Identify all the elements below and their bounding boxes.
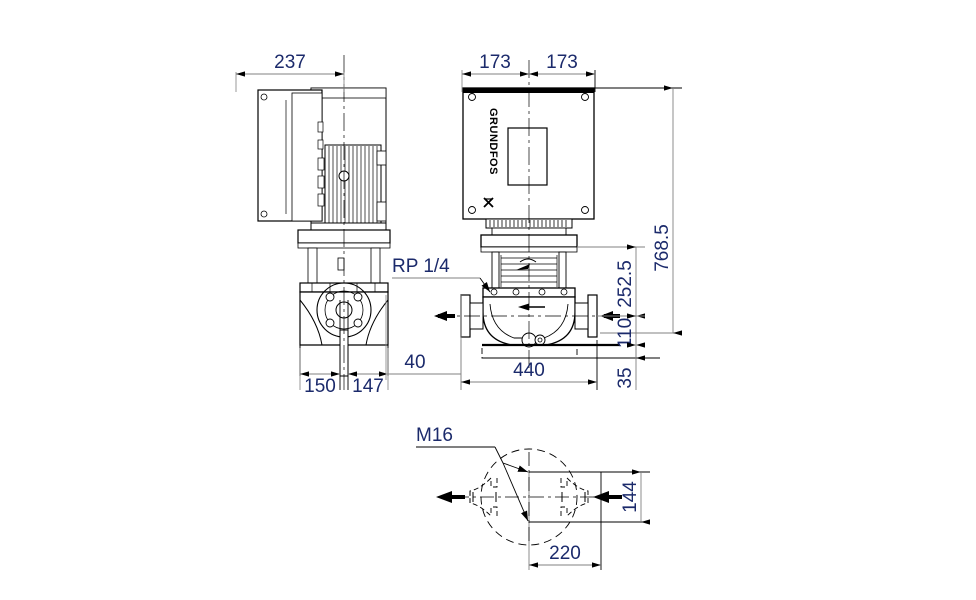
dimension-144: 144 bbox=[601, 469, 650, 525]
side-volute-curve-left bbox=[299, 299, 323, 346]
side-bracket-upper bbox=[376, 150, 387, 166]
detail-outlet-arrow bbox=[593, 491, 622, 503]
dim-label-110: 110 bbox=[615, 318, 636, 348]
front-motor-vent-slots bbox=[489, 220, 567, 227]
dim-label-147: 147 bbox=[352, 376, 384, 397]
front-terminal-screw-tl bbox=[468, 93, 476, 101]
side-shaft-coupling bbox=[337, 257, 345, 271]
side-motor-foot-band bbox=[310, 222, 387, 231]
dimension-173-left: 173 bbox=[461, 52, 529, 92]
dimension-252-5: 252.5 bbox=[577, 244, 645, 319]
front-terminal-screw-br bbox=[581, 206, 589, 214]
annotation-m16: M16 bbox=[416, 425, 529, 522]
dimension-440: 440 bbox=[460, 340, 598, 390]
side-cable-gland-a bbox=[317, 121, 324, 133]
side-terminal-box bbox=[257, 89, 325, 222]
front-drain-plug-hole bbox=[537, 337, 543, 343]
dim-label-252-5: 252.5 bbox=[615, 260, 636, 308]
annotation-label-m16: M16 bbox=[416, 425, 453, 446]
dimension-110: 110 bbox=[597, 313, 645, 348]
front-stool-leg-right bbox=[558, 251, 567, 289]
front-terminal-screw-tr bbox=[581, 93, 589, 101]
dim-label-40: 40 bbox=[404, 352, 425, 373]
leader-arrow-rp bbox=[479, 277, 491, 293]
side-cable-gland-c bbox=[317, 157, 325, 171]
front-terminal-box: GRUNDFOS bbox=[462, 87, 595, 220]
detail-suction-flange bbox=[469, 477, 498, 517]
side-cable-gland-b bbox=[317, 139, 324, 150]
side-flange-bolt-2 bbox=[353, 292, 363, 302]
side-pump-top-flange-bolts bbox=[311, 283, 376, 292]
dim-label-237: 237 bbox=[274, 52, 306, 73]
dim-label-220: 220 bbox=[549, 543, 581, 564]
annotation-label-rp-1-4: RP 1/4 bbox=[392, 256, 450, 277]
leader-arrow-m16-lower bbox=[502, 462, 529, 522]
side-flange-bolt-4 bbox=[353, 318, 363, 328]
side-motor-assembly bbox=[310, 87, 387, 231]
dim-label-440: 440 bbox=[513, 360, 545, 381]
side-flange-bolt-1 bbox=[325, 292, 335, 302]
side-stool-leg-right bbox=[370, 247, 381, 284]
grundfos-brand-text: GRUNDFOS bbox=[487, 108, 499, 175]
detail-inlet-arrow bbox=[436, 491, 465, 503]
annotation-rp-1-4: RP 1/4 bbox=[392, 256, 491, 293]
dimension-237: 237 bbox=[235, 52, 345, 92]
leader-arrow-m16-upper bbox=[502, 462, 529, 473]
side-view bbox=[257, 55, 391, 390]
grundfos-logo-icon bbox=[483, 197, 494, 208]
dimension-220: 220 bbox=[529, 543, 601, 568]
front-seal-arrow-curve bbox=[519, 258, 537, 263]
side-terminal-screw-top bbox=[260, 93, 268, 101]
dimension-35: 35 bbox=[615, 342, 645, 390]
dim-label-150: 150 bbox=[304, 376, 336, 397]
front-stool-leg-left bbox=[491, 251, 500, 289]
leader-kink-m16 bbox=[494, 446, 504, 464]
dimension-768-5: 768.5 bbox=[594, 85, 682, 336]
front-view: GRUNDFOS bbox=[434, 60, 660, 370]
side-bracket-lower bbox=[376, 201, 387, 222]
front-terminal-box-top-edge bbox=[463, 88, 594, 93]
internal-flow-arrow bbox=[518, 303, 545, 311]
base-detail-view: M16 144 220 bbox=[416, 425, 650, 570]
detail-flow-arrows bbox=[436, 491, 622, 503]
side-flange-bolt-3 bbox=[325, 318, 335, 328]
dimension-150-147: 150 147 bbox=[299, 300, 389, 397]
detail-discharge-flange bbox=[560, 477, 589, 517]
side-stool-leg-left bbox=[307, 247, 318, 284]
dimension-40: 40 bbox=[385, 295, 462, 390]
front-terminal-screw-bl bbox=[468, 206, 476, 214]
dim-label-173-right: 173 bbox=[546, 52, 578, 73]
front-terminal-nameplate bbox=[507, 127, 548, 186]
side-terminal-box-lid bbox=[291, 92, 323, 222]
side-terminal-screw-bottom bbox=[260, 210, 268, 218]
dim-label-144: 144 bbox=[620, 481, 641, 513]
side-cable-gland-d bbox=[317, 175, 325, 189]
dim-label-768-5: 768.5 bbox=[652, 224, 673, 272]
side-volute-curve-right bbox=[365, 299, 389, 346]
front-seal-arrowhead bbox=[516, 264, 530, 270]
front-pump-flange-bolts bbox=[490, 288, 568, 296]
dim-label-173-left: 173 bbox=[479, 52, 511, 73]
side-cable-gland-e bbox=[317, 193, 325, 207]
dim-label-35: 35 bbox=[615, 367, 636, 388]
